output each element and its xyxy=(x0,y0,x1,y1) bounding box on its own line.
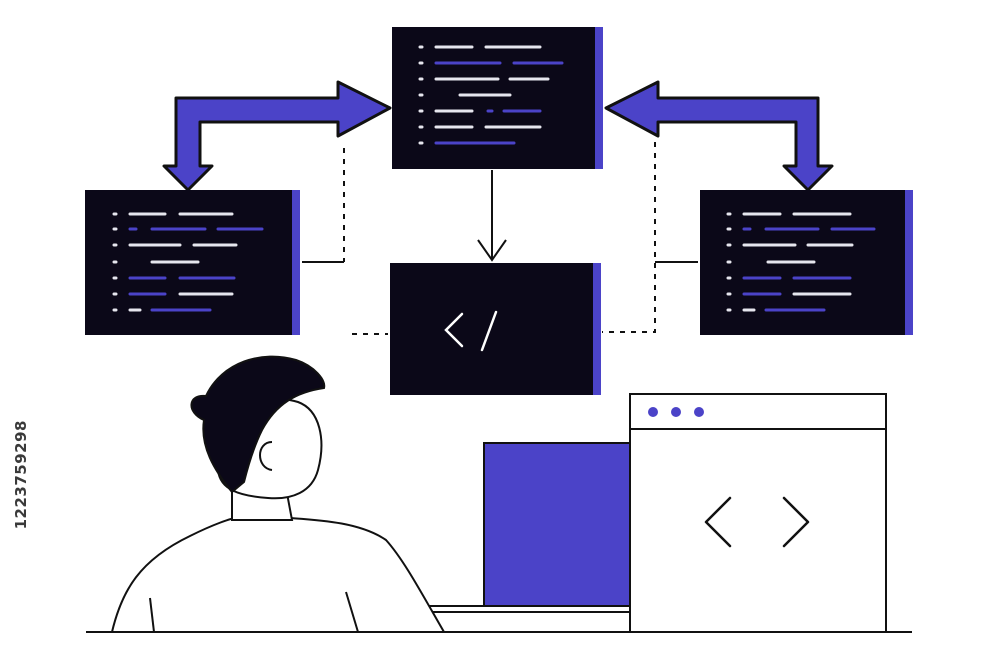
code-window-left xyxy=(85,190,300,335)
window-dot-2 xyxy=(671,407,681,417)
arrow-down xyxy=(477,170,507,262)
person-ear xyxy=(259,441,273,471)
browser-window xyxy=(629,393,887,633)
window-dot-1 xyxy=(648,407,658,417)
arrow-right-loop xyxy=(604,80,834,192)
angle-brackets-icon xyxy=(704,496,810,548)
dotted-connectors xyxy=(302,142,698,335)
code-window-right xyxy=(700,190,913,335)
code-screen-center xyxy=(390,263,601,395)
person-hair xyxy=(190,355,326,494)
arrow-left-loop xyxy=(162,80,392,192)
person-body xyxy=(110,517,446,633)
person xyxy=(110,355,446,633)
code-slash-icon xyxy=(444,310,498,352)
stock-id-text: 1223759298 xyxy=(12,420,30,530)
code-window-top xyxy=(392,27,603,169)
window-dot-3 xyxy=(694,407,704,417)
laptop xyxy=(429,442,649,613)
